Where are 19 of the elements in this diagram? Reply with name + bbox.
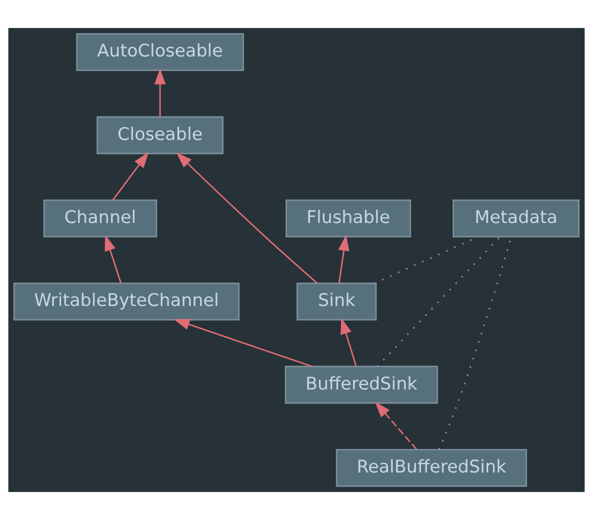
arrow (374, 402, 418, 450)
node-box: Metadata (452, 199, 580, 238)
node-box: WritableByteChannel (13, 282, 240, 321)
connector (376, 236, 501, 367)
node-box: Closeable (96, 116, 224, 154)
arrow (338, 234, 350, 284)
arrow (112, 152, 149, 200)
connector (374, 236, 479, 284)
node-box: AutoCloseable (76, 33, 244, 72)
node-box: RealBufferedSink (336, 448, 528, 487)
node-box: BufferedSink (284, 366, 438, 404)
arrow (104, 234, 122, 284)
arrow (176, 152, 318, 284)
node-box: Sink (296, 282, 377, 321)
arrow (174, 319, 312, 368)
node-box: Channel (43, 199, 158, 238)
arrow (340, 318, 357, 366)
arrow (154, 68, 166, 117)
node-box: Flushable (286, 199, 412, 238)
